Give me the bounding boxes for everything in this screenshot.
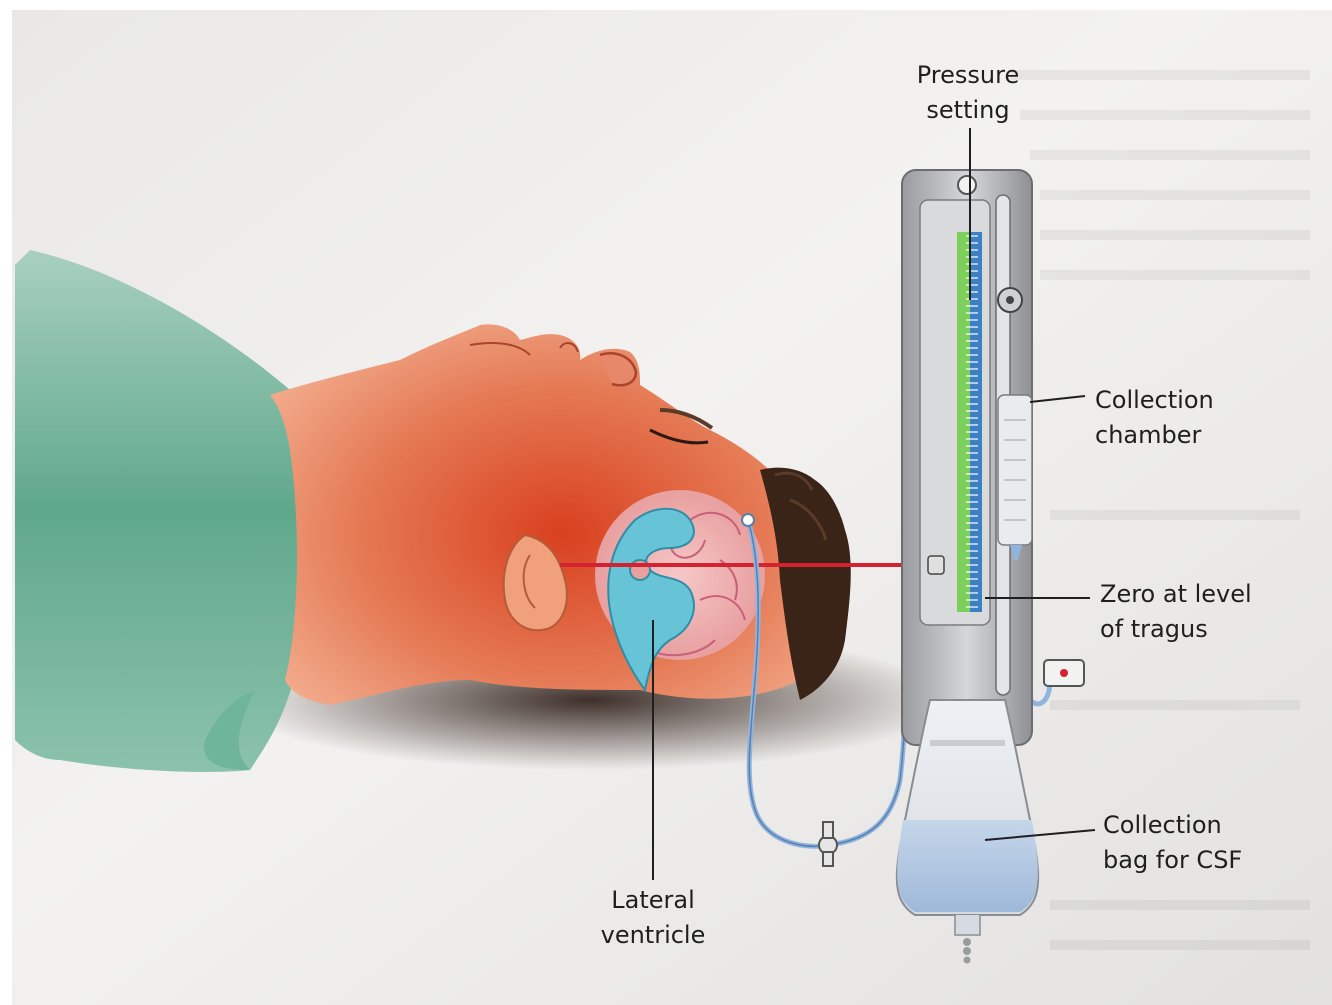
- collection-chamber: [998, 395, 1032, 545]
- zero-clip: [928, 556, 944, 574]
- label-collection-chamber-line2: chamber: [1095, 418, 1214, 453]
- label-collection-bag-line2: bag for CSF: [1103, 843, 1242, 878]
- label-lateral-ventricle-line2: ventricle: [585, 918, 721, 953]
- bag-fluid: [897, 820, 1038, 912]
- label-zero-level-line2: of tragus: [1100, 612, 1252, 647]
- label-zero-level: Zero at level of tragus: [1100, 577, 1252, 647]
- label-lateral-ventricle: Lateral ventricle: [585, 883, 721, 953]
- label-pressure-setting-line2: setting: [905, 93, 1031, 128]
- label-collection-chamber: Collection chamber: [1095, 383, 1214, 453]
- label-collection-chamber-line1: Collection: [1095, 383, 1214, 418]
- label-pressure-setting: Pressure setting: [905, 58, 1031, 128]
- label-lateral-ventricle-line1: Lateral: [585, 883, 721, 918]
- label-collection-bag-line1: Collection: [1103, 808, 1242, 843]
- scale-green: [957, 232, 970, 612]
- label-pressure-setting-line1: Pressure: [905, 58, 1031, 93]
- scale-blue: [970, 232, 982, 612]
- bag-drain: [963, 938, 971, 964]
- label-zero-level-line1: Zero at level: [1100, 577, 1252, 612]
- label-collection-bag: Collection bag for CSF: [1103, 808, 1242, 878]
